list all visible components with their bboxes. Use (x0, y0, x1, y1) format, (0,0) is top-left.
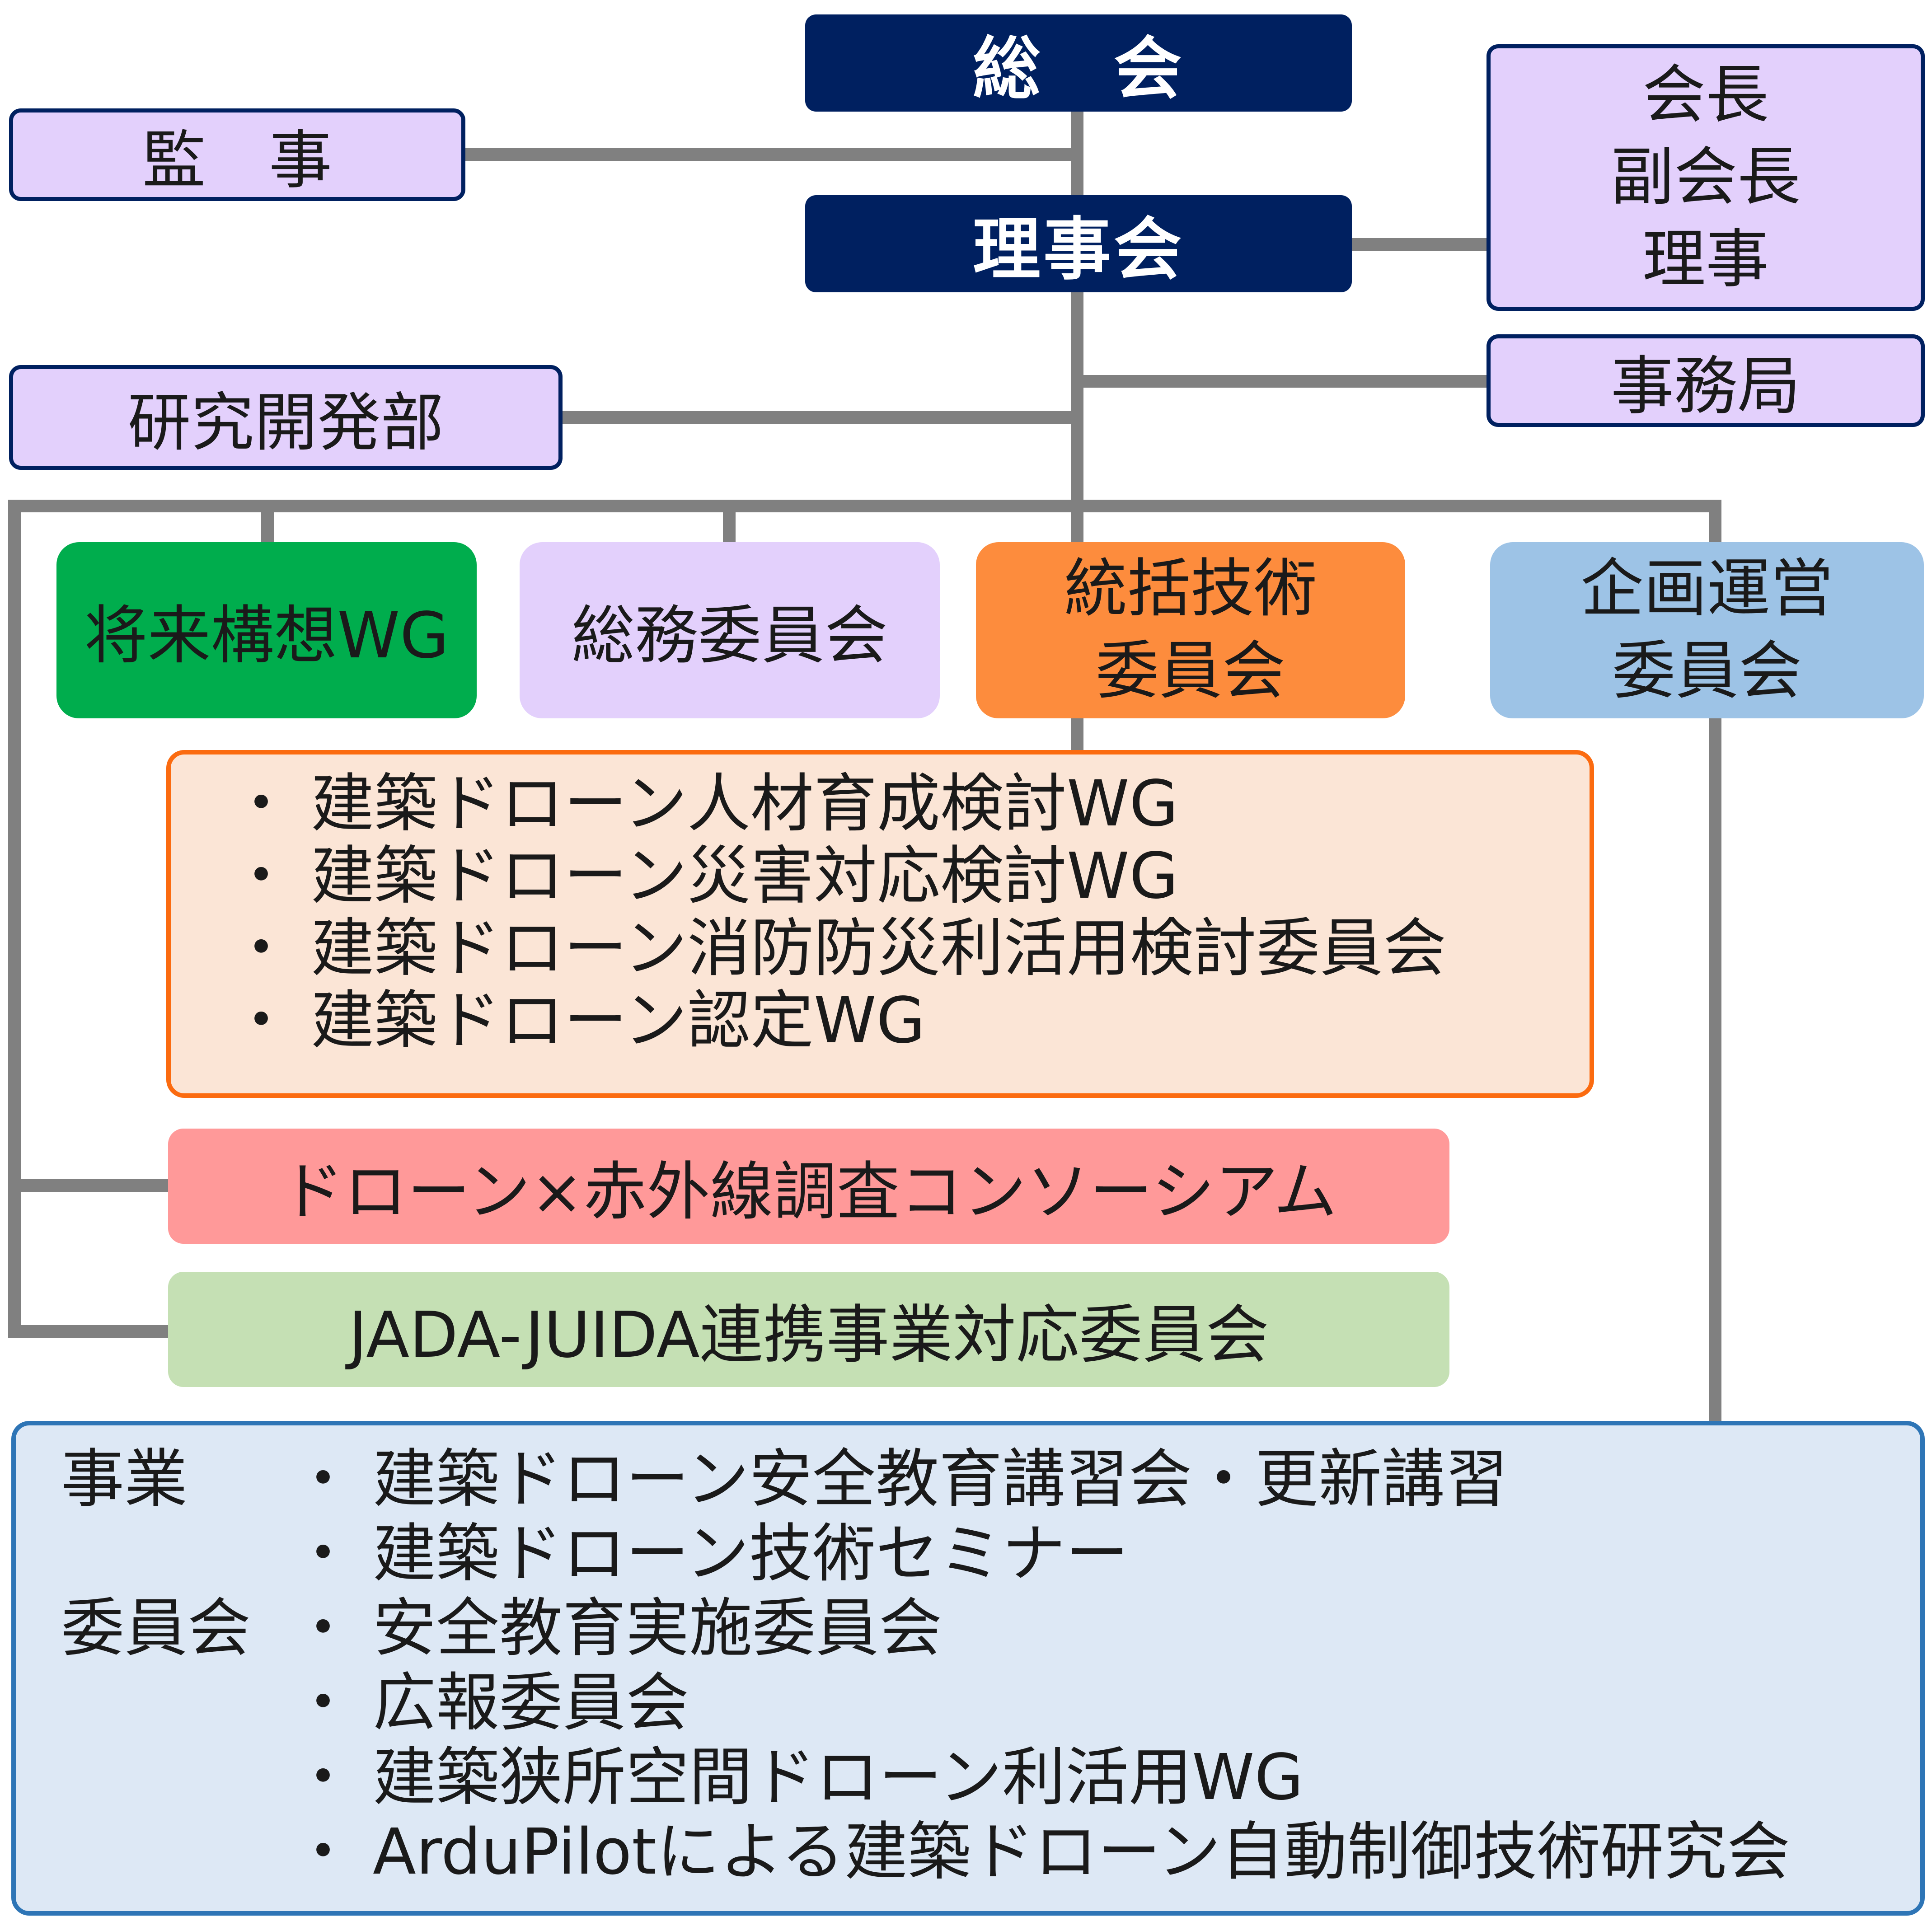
auditor-box: 監 事 (9, 108, 465, 201)
connector-main-vertical (1071, 108, 1083, 515)
connector-committee-bus (8, 500, 1721, 512)
board-label: 理事会 (972, 211, 1184, 289)
connector-tech-wgs (1071, 714, 1083, 754)
general-assembly-label: 総 会 (972, 30, 1184, 108)
committee-item: ・建築狭所空間ドローン利活用WG (291, 1741, 1304, 1814)
connector-future-vision (261, 506, 274, 546)
jada-juida-committee-box: JADA-JUIDA連携事業対応委員会 (168, 1272, 1449, 1387)
connector-planning-bottom (1709, 714, 1721, 1425)
officer-vice-president: 副会長 (1610, 141, 1801, 214)
board-box: 理事会 (805, 195, 1352, 292)
connector-planning-top (1709, 500, 1721, 546)
secretariat-label: 事務局 (1610, 349, 1801, 423)
tech-wg-list-box: ・建築ドローン人材育成検討WG ・建築ドローン災害対応検討WG ・建築ドローン消… (166, 750, 1594, 1098)
tech-wg-item: ・建築ドローン認定WG (230, 984, 925, 1058)
officer-president: 会長 (1642, 58, 1769, 132)
connector-general-affairs (723, 506, 736, 546)
connector-research (558, 411, 1075, 424)
business-committee-box: 事業 ・建築ドローン安全教育講習会・更新講習 ・建築ドローン技術セミナー 委員会… (11, 1421, 1925, 1916)
infrared-consortium-box: ドローン×赤外線調査コンソーシアム (168, 1129, 1449, 1244)
planning-committee-box: 企画運営 委員会 (1490, 542, 1924, 718)
general-assembly-box: 総 会 (805, 14, 1352, 112)
future-vision-wg-box: 将来構想WG (56, 542, 477, 718)
tech-committee-line1: 統括技術 (1064, 552, 1317, 626)
general-affairs-committee-box: 総務委員会 (520, 542, 940, 718)
secretariat-box: 事務局 (1487, 334, 1925, 427)
infrared-consortium-label: ドローン×赤外線調査コンソーシアム (281, 1155, 1337, 1229)
business-item: ・建築ドローン安全教育講習会・更新講習 (291, 1443, 1509, 1516)
tech-committee-box: 統括技術 委員会 (976, 542, 1405, 718)
officer-director: 理事 (1642, 223, 1769, 296)
tech-wg-item: ・建築ドローン消防防災利活用検討委員会 (230, 912, 1447, 985)
connector-tech (1071, 506, 1083, 546)
officers-box: 会長 副会長 理事 (1487, 44, 1925, 311)
planning-committee-line1: 企画運営 (1580, 552, 1834, 626)
tech-wg-item: ・建築ドローン災害対応検討WG (230, 839, 1178, 913)
planning-committee-line2: 委員会 (1612, 634, 1802, 708)
tech-wg-item: ・建築ドローン人材育成検討WG (230, 767, 1178, 841)
connector-infrared (8, 1179, 172, 1192)
auditor-label: 監 事 (142, 123, 332, 197)
committee-label: 委員会 (61, 1592, 251, 1665)
connector-left-vertical (8, 500, 21, 1338)
future-vision-wg-label: 将来構想WG (84, 599, 449, 673)
connector-auditor (461, 148, 1075, 161)
committee-item: ・ArduPilotによる建築ドローン自動制御技術研究会 (291, 1815, 1790, 1889)
connector-jada-juida (8, 1325, 172, 1338)
general-affairs-committee-label: 総務委員会 (571, 599, 888, 673)
business-label: 事業 (61, 1443, 188, 1516)
tech-committee-line2: 委員会 (1095, 634, 1285, 708)
committee-item: ・広報委員会 (291, 1666, 689, 1740)
committee-item: ・安全教育実施委員会 (291, 1592, 943, 1665)
connector-secretariat (1075, 375, 1487, 388)
research-dept-box: 研究開発部 (9, 365, 563, 470)
research-dept-label: 研究開発部 (127, 386, 444, 460)
connector-officers (1351, 238, 1487, 251)
business-item: ・建築ドローン技術セミナー (291, 1517, 1129, 1591)
jada-juida-committee-label: JADA-JUIDA連携事業対応委員会 (348, 1298, 1269, 1372)
